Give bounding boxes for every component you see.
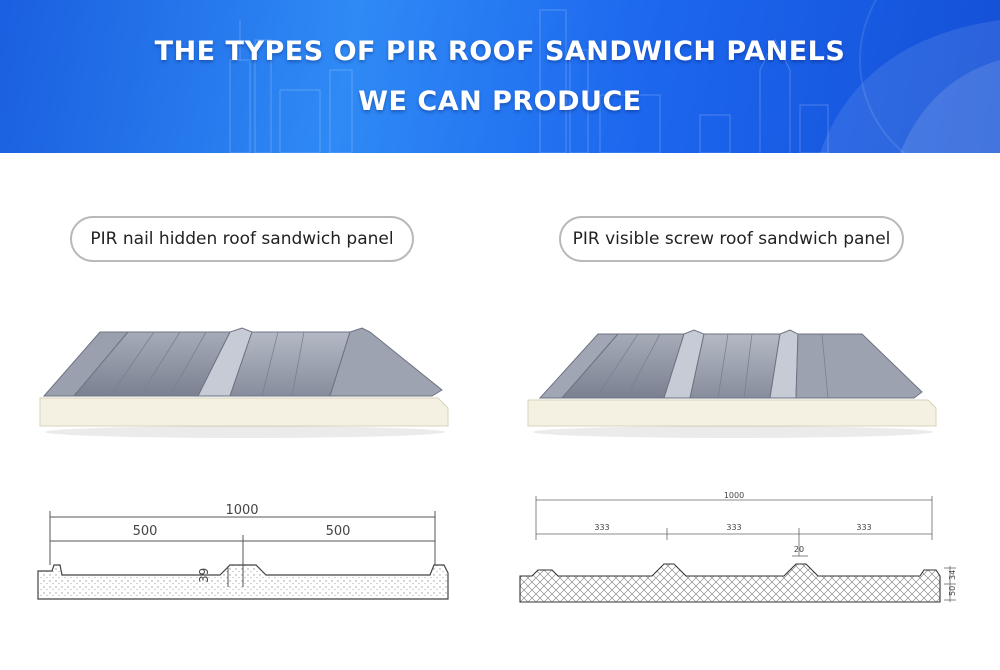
dim-total-width: 1000 (225, 503, 258, 518)
city-skyline-background (229, 0, 1000, 153)
banner-title-line-1: THE TYPES OF PIR ROOF SANDWICH PANELS (154, 36, 846, 67)
header-banner: THE TYPES OF PIR ROOF SANDWICH PANELS WE… (0, 0, 1000, 153)
dim-segment-2: 333 (726, 523, 741, 532)
dim-segment-3: 333 (856, 523, 871, 532)
visible-screw-dimension-drawing: 1000 333 333 333 20 34 50 (519, 491, 957, 603)
banner-title-line-2: WE CAN PRODUCE (358, 86, 642, 117)
dim-segment-right: 500 (326, 524, 351, 539)
panel-label-visible-screw: PIR visible screw roof sandwich panel (559, 216, 904, 262)
panel-label-nail-hidden: PIR nail hidden roof sandwich panel (70, 216, 414, 262)
dim-segment-left: 500 (133, 524, 158, 539)
dim-rib-width: 20 (794, 545, 804, 554)
visible-screw-panel-render (527, 329, 937, 438)
dim-segment-1: 333 (594, 523, 609, 532)
nail-hidden-dimension-drawing: 1000 500 500 39 (37, 503, 449, 600)
dim-rib-height: 34 (948, 570, 957, 580)
dim-core-thickness: 50 (948, 586, 957, 596)
dim-total-width: 1000 (724, 491, 744, 500)
nail-hidden-panel-render (39, 327, 449, 438)
